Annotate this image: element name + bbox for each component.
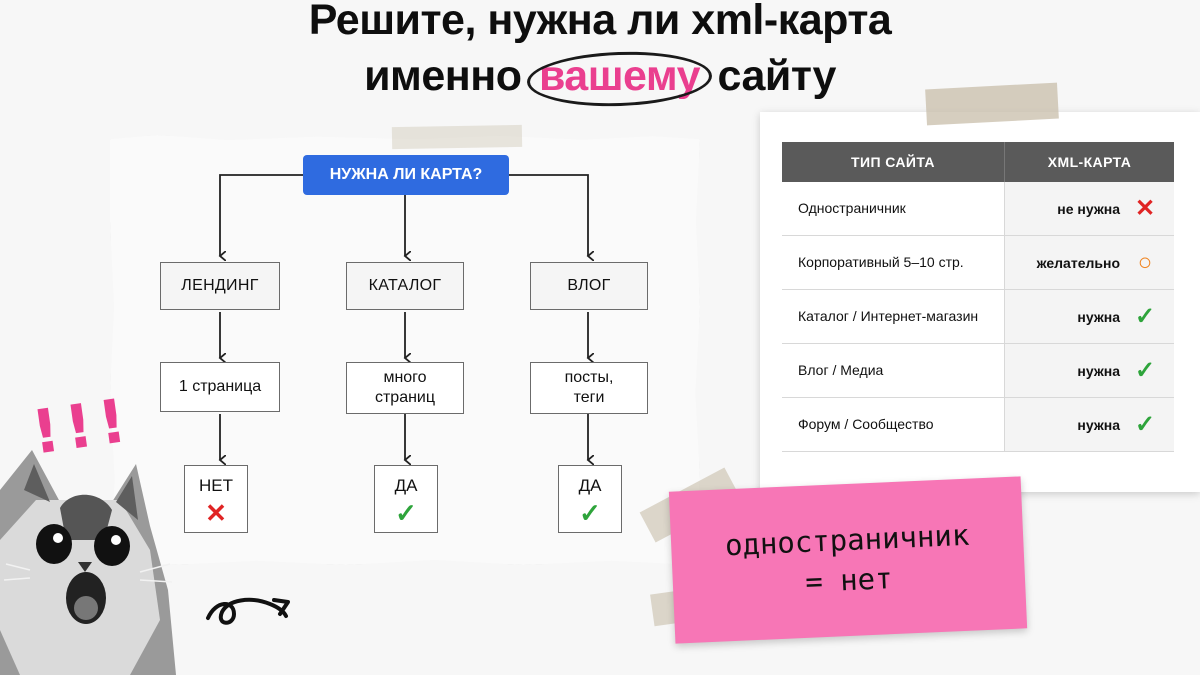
check-icon: ✓ [395,498,417,528]
cell-xml-map: не нужна ✕ [1004,182,1174,235]
cell-map-value: желательно [1036,254,1120,271]
detail-catalog: много страниц [346,362,464,414]
header-xml-map: XML-КАРТА [1004,142,1174,182]
cell-map-value: нужна [1077,362,1120,379]
detail-landing: 1 страница [160,362,280,412]
answer-catalog: ДА ✓ [374,465,438,533]
cell-xml-map: нужна ✓ [1004,344,1174,397]
title-after: сайту [717,52,837,100]
header-site-type: ТИП САЙТА [851,154,935,170]
cell-site-type: Одностраничник [798,200,906,216]
cell-xml-map: нужна ✓ [1004,290,1174,343]
cell-site-type: Влог / Медиа [798,362,884,378]
page-title: Решите, нужна ли xml-карта именно вашему… [0,0,1200,110]
title-accent-text: вашему [538,52,701,100]
question-box: НУЖНА ЛИ КАРТА? [303,155,509,195]
site-type-table: ТИП САЙТА XML-КАРТА Одностраничник не ну… [782,142,1174,452]
category-landing: ЛЕНДИНГ [160,262,280,310]
check-icon: ✓ [1134,302,1156,330]
paper-tape-right [925,82,1059,126]
category-vlog: ВЛОГ [530,262,648,310]
answer-landing-text: НЕТ [199,476,233,495]
table-row: Одностраничник не нужна ✕ [782,182,1174,236]
table-row: Влог / Медиа нужна ✓ [782,344,1174,398]
title-accent-word: вашему [526,48,713,110]
answer-landing: НЕТ ✕ [184,465,248,533]
detail-vlog: посты, теги [530,362,648,414]
table-row: Каталог / Интернет-магазин нужна ✓ [782,290,1174,344]
cell-site-type: Каталог / Интернет-магазин [798,308,979,324]
sticky-line-1: одностраничник [724,517,970,563]
cell-xml-map: желательно ○ [1004,236,1174,289]
curly-arrow-icon [206,597,290,625]
check-icon: ✓ [1134,410,1156,438]
surprised-cat-icon [0,450,176,675]
cell-xml-map: нужна ✓ [1004,398,1174,451]
answer-vlog: ДА ✓ [558,465,622,533]
category-catalog: КАТАЛОГ [346,262,464,310]
title-before: именно [364,52,522,100]
table-row: Форум / Сообщество нужна ✓ [782,398,1174,452]
title-line-1: Решите, нужна ли xml-карта [308,0,892,44]
cell-site-type: Форум / Сообщество [798,416,934,432]
check-icon: ✓ [579,498,601,528]
cross-icon: ✕ [1134,194,1156,222]
cell-map-value: нужна [1077,308,1120,325]
table-row: Корпоративный 5–10 стр. желательно ○ [782,236,1174,290]
answer-vlog-text: ДА [578,476,602,495]
cross-icon: ✕ [205,498,227,528]
title-line-2: именно вашему сайту [364,48,837,110]
circle-icon: ○ [1137,248,1153,276]
table-header: ТИП САЙТА XML-КАРТА [782,142,1174,182]
paper-tape-top [391,124,523,150]
cell-site-type: Корпоративный 5–10 стр. [798,254,964,270]
sticky-line-2: = нет [804,561,894,599]
sticky-note: одностраничник = нет [668,476,1028,644]
answer-catalog-text: ДА [394,476,418,495]
cell-map-value: не нужна [1057,200,1120,217]
cell-map-value: нужна [1077,416,1120,433]
check-icon: ✓ [1134,356,1156,384]
